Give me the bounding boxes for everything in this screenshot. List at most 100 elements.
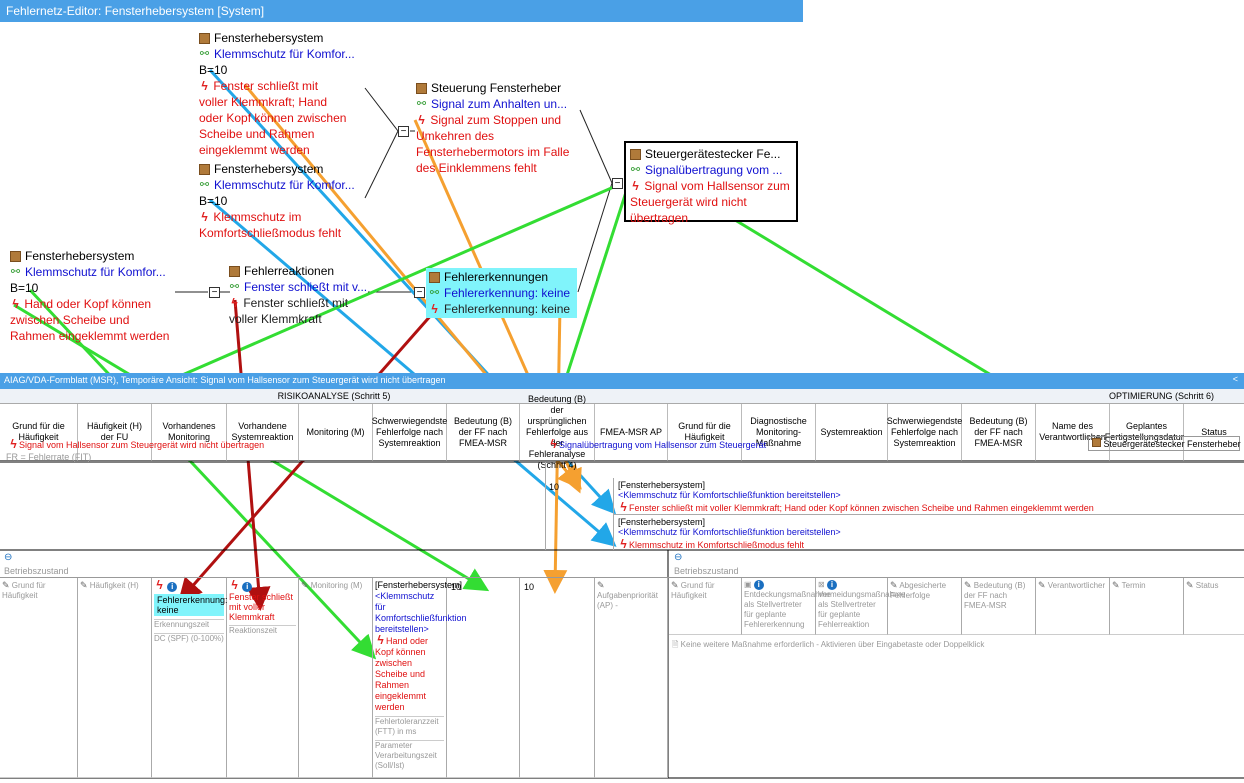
- failure-bolt-icon: ϟ: [550, 437, 557, 451]
- collapse-toggle[interactable]: −: [414, 287, 425, 298]
- operating-state-icon[interactable]: ⊖: [4, 552, 13, 563]
- failure-bolt-icon: ϟ: [377, 633, 384, 647]
- edit-icon: ✎: [1112, 580, 1120, 590]
- prevention-icon: ⊠: [818, 580, 825, 589]
- reaction-failure-icon: ϟ: [231, 296, 238, 310]
- risk-section-header: RISIKOANALYSE (Schritt 5): [0, 389, 668, 404]
- failure-bolt-icon: ϟ: [10, 437, 17, 451]
- failure-bolt-icon: ϟ: [620, 500, 627, 514]
- fr-input-area[interactable]: [0, 462, 546, 550]
- node-fehlererkennungen[interactable]: Fehlererkennungen ⚯Fehlererkennung: kein…: [426, 268, 577, 318]
- opt-cell-bedeutung[interactable]: ✎ Bedeutung (B) der FF nach FMEA-MSR: [962, 578, 1036, 635]
- opt-col-grund[interactable]: Grund für die Häufigkeit: [668, 404, 742, 461]
- detection-failure-icon: ϟ: [431, 302, 438, 316]
- info-icon[interactable]: i: [242, 582, 253, 592]
- detection-icon: ▣: [744, 580, 752, 589]
- node-fensterhebersystem-1[interactable]: Fensterhebersystem ⚯Klemmschutz für Komf…: [199, 30, 374, 158]
- collapse-panel-button[interactable]: <: [1232, 374, 1238, 384]
- edit-icon: ✎: [2, 580, 10, 590]
- failure-bolt-icon: ϟ: [620, 537, 627, 551]
- effect-item[interactable]: [Fensterhebersystem] <Klemmschutz für Ko…: [618, 517, 841, 551]
- cell-effect[interactable]: [Fensterhebersystem] <Klemmschutz für Ko…: [373, 578, 467, 778]
- opt-col-datum[interactable]: Geplantes Fertigstellungsdatum: [1105, 404, 1188, 461]
- info-icon[interactable]: i: [167, 582, 178, 592]
- reaction-icon: ϟ: [231, 578, 238, 592]
- opt-col-diagnostisch[interactable]: Diagnostische Monitoring-Maßnahme: [742, 404, 816, 461]
- opt-col-systemreaktion[interactable]: Systemreaktion: [816, 404, 888, 461]
- collapse-toggle[interactable]: −: [612, 178, 623, 189]
- edit-icon: ✎: [80, 580, 88, 590]
- info-icon[interactable]: i: [753, 580, 764, 590]
- col-monitoring-m[interactable]: Monitoring (M): [299, 404, 373, 461]
- opt-col-verantwortlicher[interactable]: Name des Verantwortlichen: [1036, 404, 1110, 461]
- node-steuerung-fensterheber[interactable]: Steuerung Fensterheber ⚯Signal zum Anhal…: [416, 81, 570, 175]
- info-icon[interactable]: i: [826, 580, 837, 590]
- cell-ap[interactable]: ✎ Aufgabenpriorität (AP) -: [595, 578, 668, 778]
- failure-bolt-icon: ϟ: [201, 79, 208, 93]
- cell-haeufigkeit[interactable]: ✎ Häufigkeit (H): [78, 578, 152, 778]
- detection-icon: ⚯: [429, 287, 440, 299]
- cell-b2[interactable]: 10: [520, 578, 595, 778]
- opt-operating-state-icon[interactable]: ⊖: [674, 552, 683, 563]
- failure-bolt-icon: ϟ: [12, 297, 19, 311]
- function-link-icon: ⚯: [199, 179, 210, 191]
- col-ap[interactable]: FMEA-MSR AP: [595, 404, 668, 461]
- effect-item[interactable]: [Fensterhebersystem] <Klemmschutz für Ko…: [614, 478, 1244, 515]
- col-vorh-monitoring[interactable]: Vorhandenes Monitoring: [152, 404, 227, 461]
- col-haeufigkeit[interactable]: Häufigkeit (H) der FU: [78, 404, 152, 461]
- element-icon: [630, 148, 641, 160]
- opt-col-schwerwiegendste[interactable]: Schwerwiegendste Fehlerfolge nach System…: [887, 404, 962, 461]
- element-row[interactable]: Steuergerätestecker Fensterheber: [1088, 436, 1241, 451]
- node-fehlerreaktionen[interactable]: Fehlerreaktionen ⚯Fenster schließt mit v…: [229, 264, 368, 326]
- opt-cell-status[interactable]: ✎ Status: [1184, 578, 1244, 635]
- collapse-toggle[interactable]: −: [398, 126, 409, 137]
- element-icon: [10, 250, 21, 262]
- severity-label: B=10: [10, 281, 39, 295]
- node-steuergeraetestecker[interactable]: Steuergerätestecker Fe... ⚯Signalübertra…: [624, 141, 798, 225]
- col-bedeutung-ff[interactable]: Bedeutung (B) der FF nach FMEA-MSR: [447, 404, 520, 461]
- edit-icon: ✎: [890, 580, 898, 590]
- opt-cell-termin[interactable]: ✎ Termin: [1110, 578, 1184, 635]
- cell-grund[interactable]: ✎ Grund für Häufigkeit: [0, 578, 78, 778]
- element-icon: [416, 82, 427, 94]
- edit-icon: ✎: [597, 580, 605, 590]
- opt-cell-grund[interactable]: ✎ Grund für Häufigkeit: [669, 578, 742, 635]
- node-fensterhebersystem-2[interactable]: Fensterhebersystem ⚯Klemmschutz für Komf…: [199, 161, 374, 241]
- severity-label: B=10: [199, 63, 228, 77]
- window-title: Fehlernetz-Editor: Fensterhebersystem [S…: [0, 0, 803, 22]
- cell-monitoring[interactable]: ϟ i Fehlererkennung: keine Erkennungszei…: [152, 578, 228, 778]
- col-vorh-systemreaktion[interactable]: Vorhandene Systemreaktion: [227, 404, 299, 461]
- opt-section-header: OPTIMIERUNG (Schritt 6): [668, 389, 1244, 404]
- opt-col-status[interactable]: Status: [1184, 404, 1244, 461]
- element-icon: [1092, 438, 1101, 447]
- col-schwerwiegendste[interactable]: Schwerwiegendste Fehlerfolge nach System…: [372, 404, 447, 461]
- no-measure-row[interactable]: 🗎 Keine weitere Maßnahme erforderlich - …: [672, 640, 985, 649]
- reaction-icon: ⚯: [229, 281, 240, 293]
- failure-bolt-icon: ϟ: [632, 179, 639, 193]
- function-link-icon: ⚯: [416, 98, 427, 110]
- severity-label: B=10: [199, 194, 228, 208]
- cell-systemreaktion[interactable]: ϟ i Fenster schließt mit voller Klemmkra…: [227, 578, 299, 778]
- opt-operating-state-label: Betriebszustand: [674, 566, 739, 576]
- failure-bolt-icon: ϟ: [201, 210, 208, 224]
- element-icon: [199, 163, 210, 175]
- operating-state-label: Betriebszustand: [4, 566, 69, 576]
- severity-value: 10: [549, 482, 560, 492]
- opt-cell-abgesichert[interactable]: ✎ Abgesicherte Fehlerfolge: [888, 578, 962, 635]
- col-bedeutung-urspr[interactable]: Bedeutung (B) der ursprünglichen Fehlerf…: [520, 394, 595, 470]
- edit-icon: ✎: [1186, 580, 1194, 590]
- edit-icon: ✎: [671, 580, 679, 590]
- edit-icon: ✎: [964, 580, 972, 590]
- col-grund[interactable]: Grund für die Häufigkeit: [0, 404, 78, 461]
- collapse-toggle[interactable]: −: [209, 287, 220, 298]
- opt-col-bedeutung[interactable]: Bedeutung (B) der FF nach FMEA-MSR: [962, 404, 1036, 461]
- cell-b1[interactable]: 10: [447, 578, 520, 778]
- node-fensterhebersystem-3[interactable]: Fensterhebersystem ⚯Klemmschutz für Komf…: [10, 248, 180, 344]
- opt-cell-verantwortlicher[interactable]: ✎ Verantwortlicher: [1036, 578, 1110, 635]
- element-icon: [429, 271, 440, 283]
- cell-monitoring-m[interactable]: ✎ Monitoring (M): [299, 578, 373, 778]
